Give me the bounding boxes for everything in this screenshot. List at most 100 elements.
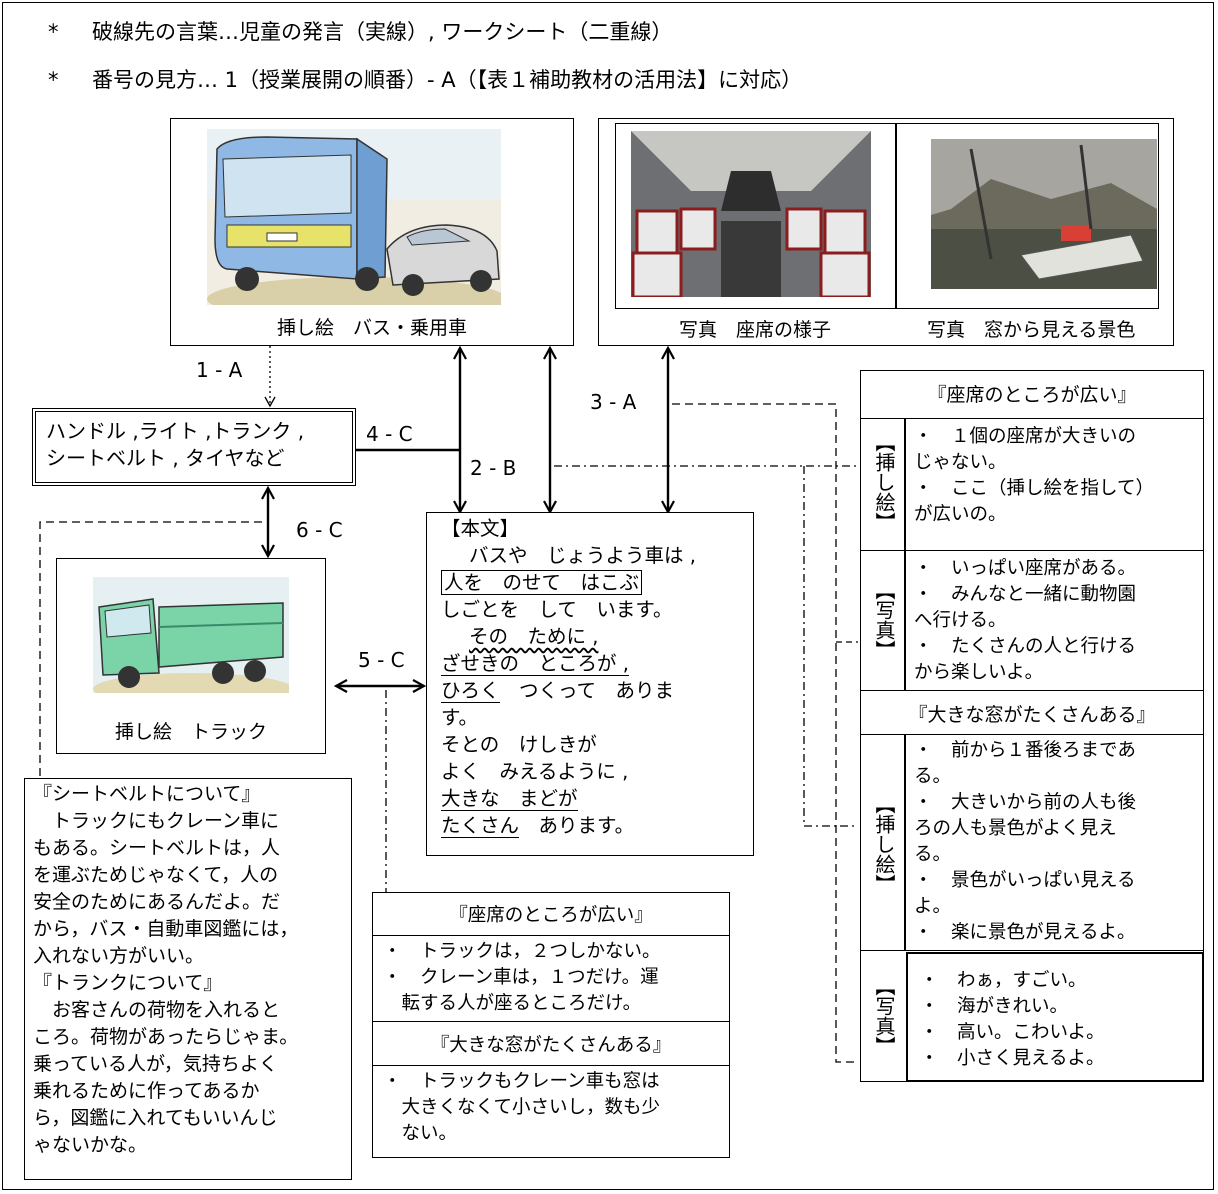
- left-comment-line: トラックにもクレーン車に: [33, 810, 280, 832]
- photo-box: 写真 座席の様子 写真 窓から見える景色: [598, 118, 1174, 346]
- center-item: ・ トラックもクレーン車も窓は: [383, 1071, 660, 1092]
- dash-3-a: [672, 403, 858, 1063]
- right-comment-table: [860, 370, 1204, 1082]
- left-comment-line: お客さんの荷物を入れると: [33, 999, 281, 1021]
- right-item: ・ 海がきれい。: [920, 996, 1069, 1017]
- main-line: あります。: [519, 814, 635, 837]
- main-line-boxed: 人を のせて はこぶ: [441, 570, 643, 595]
- right-heading-2: 『大きな窓がたくさんある』: [908, 704, 1156, 726]
- left-comment-line: 乗れるために作ってあるか: [33, 1080, 260, 1102]
- right-item: ・ 前から１番後ろまであ: [914, 740, 1136, 761]
- left-comment-line: ころ。荷物があったらじゃま。: [33, 1026, 299, 1048]
- main-line: しごとを して います。: [441, 598, 673, 621]
- tag-text: 【挿し絵】: [872, 432, 896, 532]
- main-word-underlined: ひろく: [441, 679, 500, 703]
- label-5-c: 5 - C: [358, 648, 405, 672]
- left-comment-line: 入れない方がいい。: [33, 945, 205, 967]
- worksheet-answer-box: [906, 952, 1204, 1082]
- legend-note-1: * 破線先の言葉…児童の発言（実線）, ワークシート（二重線）: [48, 16, 672, 46]
- tag-illustration: 【挿し絵】: [872, 432, 896, 536]
- main-heading: 【本文】: [441, 517, 520, 540]
- legend-note-2: * 番号の見方… 1（授業展開の順番）- A（【表１補助教材の活用法】に対応）: [48, 64, 802, 94]
- center-heading-1: 『座席のところが広い』: [449, 905, 653, 926]
- main-line-wavy: その ために ,: [469, 625, 599, 648]
- label-1-a: 1 - A: [196, 358, 243, 382]
- label-4-c: 4 - C: [366, 422, 413, 446]
- bus-car-illustration: [207, 129, 501, 305]
- right-item: へ行ける。: [914, 610, 1007, 631]
- note-star: *: [48, 20, 59, 44]
- window-view-photo: [931, 139, 1157, 289]
- center-item: ・ トラックは，２つしかない。: [383, 941, 661, 962]
- right-item: ・ １個の座席が大きいの: [914, 426, 1137, 447]
- right-item: る。: [914, 844, 952, 865]
- main-line-underlined: ざせきの ところが ,: [441, 652, 629, 676]
- right-item: ・ みんなと一緒に動物園: [914, 584, 1137, 605]
- truck-caption: 挿し絵 トラック: [114, 721, 267, 743]
- tag-text: 【写真】: [872, 580, 896, 660]
- tag-text: 【写真】: [872, 976, 896, 1056]
- main-line: そとの けしきが: [441, 733, 597, 756]
- left-comment-line: もある。シートベルトは，人: [33, 837, 281, 859]
- left-comment-line: 乗っている人が，気持ちよく: [33, 1053, 278, 1075]
- center-item: ない。: [383, 1123, 458, 1144]
- bus-caption: 挿し絵 バス・乗用車: [276, 317, 467, 339]
- left-comment-line: ら，図鑑に入れてもいいんじ: [33, 1107, 278, 1129]
- main-line-underlined: 大きな まどが: [441, 787, 578, 811]
- tag-illustration: 【挿し絵】: [872, 794, 896, 898]
- tag-photo: 【写真】: [872, 580, 896, 664]
- right-item: ろの人も景色がよく見え: [914, 818, 1117, 839]
- left-comment-box: 『シートベルトについて』 トラックにもクレーン車に もある。シートベルトは，人 …: [24, 778, 352, 1180]
- left-comment-line: を運ぶためじゃなくて，人の: [33, 864, 279, 886]
- label-2-b: 2 - B: [470, 456, 517, 480]
- photo-caption-seats: 写真 座席の様子: [679, 319, 832, 341]
- right-item: ・ 高い。こわいよ。: [920, 1022, 1105, 1043]
- right-item: ・ 小さく見えるよ。: [920, 1048, 1105, 1069]
- center-item: ・ クレーン車は，１つだけ。運: [383, 967, 659, 988]
- note-text: 番号の見方… 1（授業展開の順番）- A（【表１補助教材の活用法】に対応）: [92, 68, 803, 92]
- center-comment-box: 『座席のところが広い』 ・ トラックは，２つしかない。 ・ クレーン車は，１つだ…: [372, 892, 730, 1158]
- dash-left-note: [39, 521, 262, 778]
- truck-illustration-box: 挿し絵 トラック: [56, 558, 326, 754]
- main-line: バスや じょうよう車は ,: [469, 544, 696, 567]
- right-item: ・ わぁ，すごい。: [920, 970, 1087, 991]
- left-comment-line: ゃないかな。: [33, 1134, 148, 1156]
- note-text: 破線先の言葉…児童の発言（実線）, ワークシート（二重線）: [92, 20, 673, 44]
- tag-text: 【挿し絵】: [872, 794, 896, 894]
- left-comment-line: 『シートベルトについて』: [33, 783, 261, 805]
- left-comment-line: から，バス・自動車図鑑には，: [33, 918, 299, 940]
- main-line: す。: [441, 706, 479, 729]
- dashdot-2-b-illus: [803, 466, 858, 827]
- main-word-underlined: たくさん: [441, 814, 520, 838]
- right-item: ・ たくさんの人と行ける: [914, 636, 1137, 657]
- right-item: ・ 楽に景色が見えるよ。: [914, 922, 1136, 943]
- truck-illustration: [93, 577, 289, 693]
- right-item: ・ 大きいから前の人も後: [914, 792, 1137, 813]
- worksheet-box: ハンドル ,ライト ,トランク , シートベルト , タイヤなど: [32, 408, 356, 486]
- right-item: が広いの。: [914, 504, 1007, 525]
- main-text-box: 【本文】 バスや じょうよう車は , 人を のせて はこぶ しごとを して いま…: [426, 512, 754, 856]
- main-line: よく みえるように ,: [441, 760, 629, 783]
- right-item: よ。: [914, 896, 952, 917]
- left-comment-line: 安全のためにあるんだよ。だ: [33, 891, 281, 913]
- right-heading-1: 『座席のところが広い』: [927, 384, 1137, 406]
- label-6-c: 6 - C: [296, 518, 343, 542]
- right-item: ・ ここ（挿し絵を指して）: [914, 478, 1154, 499]
- center-item: 大きくなくて小さいし，数も少: [383, 1097, 660, 1118]
- photo-divider: [895, 123, 897, 309]
- main-line: つくって ありま: [499, 679, 675, 702]
- right-item: ・ いっぱい座席がある。: [914, 558, 1137, 579]
- center-heading-2: 『大きな窓がたくさんある』: [430, 1035, 672, 1056]
- right-item: ・ 景色がいっぱい見える: [914, 870, 1136, 891]
- center-item: 転する人が座るところだけ。: [383, 993, 642, 1014]
- tag-photo: 【写真】: [872, 976, 896, 1060]
- right-item: から楽しいよ。: [914, 662, 1044, 683]
- photo-caption-window: 写真 窓から見える景色: [927, 319, 1136, 341]
- worksheet-line: シートベルト , タイヤなど: [46, 446, 285, 470]
- worksheet-line: ハンドル ,ライト ,トランク ,: [46, 419, 305, 443]
- label-3-a: 3 - A: [590, 390, 637, 414]
- note-star: *: [48, 68, 59, 92]
- seat-photo: [631, 131, 871, 297]
